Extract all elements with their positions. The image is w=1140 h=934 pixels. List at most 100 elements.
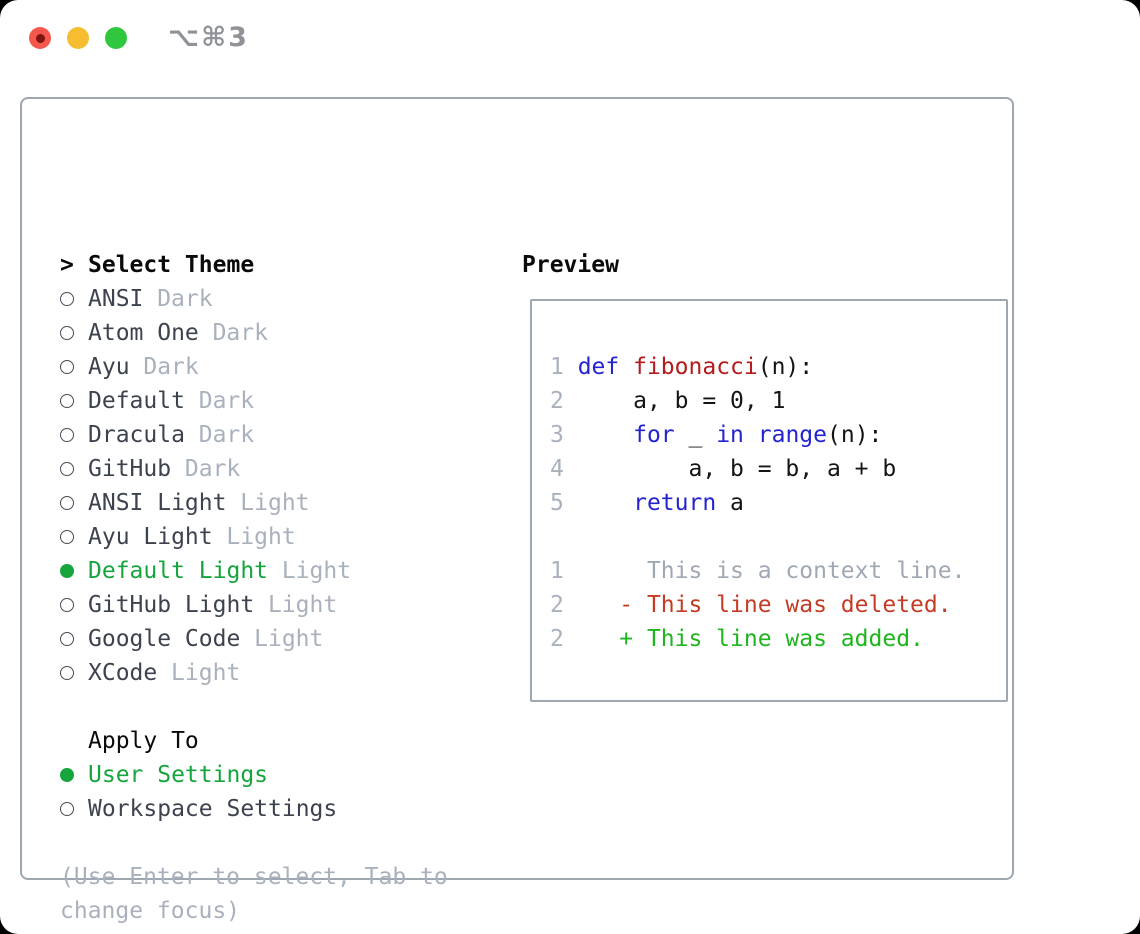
radio-unselected-icon	[60, 316, 88, 350]
code-token	[744, 422, 758, 448]
theme-variant: Dark	[198, 422, 255, 448]
code-token: + This line was added.	[619, 626, 924, 652]
theme-variant: Dark	[212, 320, 268, 346]
theme-variant: Light	[281, 558, 352, 584]
code-token: 2	[550, 592, 564, 618]
code-token: 2	[550, 626, 564, 652]
apply-to-heading: Apply To	[60, 724, 448, 758]
code-token: _	[674, 422, 717, 448]
code-token: a	[716, 490, 744, 516]
theme-name: Google Code	[88, 626, 241, 652]
theme-variant: Dark	[157, 286, 213, 312]
radio-selected-icon	[60, 758, 88, 792]
code-line: 2 a, b = 0, 1	[550, 384, 1006, 418]
code-token: a, b = 0, 1	[577, 388, 786, 414]
theme-option-dracula-dark[interactable]: Dracula Dark	[60, 418, 448, 452]
diff-context-line: 1 This is a context line.	[550, 554, 1006, 588]
select-theme-heading: >Select Theme	[60, 248, 448, 282]
theme-name: Dracula	[88, 422, 185, 448]
radio-unselected-icon	[60, 792, 88, 826]
code-token: 2	[550, 388, 578, 414]
theme-name: Default	[88, 388, 185, 414]
preview-heading: Preview	[522, 252, 619, 278]
code-preview-box: 1 def fibonacci(n): 2 a, b = 0, 1 3 for …	[530, 299, 1008, 702]
close-button-dot-icon	[35, 33, 45, 43]
theme-variant: Light	[254, 626, 324, 652]
code-token: 1	[550, 354, 578, 380]
hint-text-line-2: change focus)	[60, 898, 241, 924]
theme-name: ANSI Light	[88, 490, 227, 516]
gap	[60, 690, 448, 724]
minimize-button[interactable]	[67, 27, 89, 49]
theme-name: Atom One	[88, 320, 199, 346]
apply-option-label: Workspace Settings	[88, 796, 338, 822]
radio-unselected-icon	[60, 452, 88, 486]
theme-option-ansi-light[interactable]: ANSI Light Light	[60, 486, 448, 520]
code-token	[564, 592, 619, 618]
radio-unselected-icon	[60, 384, 88, 418]
code-token: This is a context line.	[563, 558, 966, 584]
theme-name: XCode	[88, 660, 158, 686]
radio-unselected-icon	[60, 520, 88, 554]
code-token: in	[716, 422, 744, 448]
apply-option-user-settings[interactable]: User Settings	[60, 758, 448, 792]
theme-name: Default Light	[88, 558, 269, 584]
radio-unselected-icon	[60, 282, 88, 316]
theme-option-default-dark[interactable]: Default Dark	[60, 384, 448, 418]
code-line: 4 a, b = b, a + b	[550, 452, 1006, 486]
diff-deleted-line: 2 - This line was deleted.	[550, 588, 1006, 622]
code-line: 1 def fibonacci(n):	[550, 350, 1006, 384]
theme-option-ayu-dark[interactable]: Ayu Dark	[60, 350, 448, 384]
prompt-caret-icon: >	[60, 252, 74, 278]
code-token	[619, 354, 633, 380]
code-token: fibonacci	[633, 354, 758, 380]
theme-option-ayu-light[interactable]: Ayu Light Light	[60, 520, 448, 554]
radio-unselected-icon	[60, 622, 88, 656]
apply-option-workspace-settings[interactable]: Workspace Settings	[60, 792, 448, 826]
code-line: 3 for _ in range(n):	[550, 418, 1006, 452]
close-button[interactable]	[29, 27, 51, 49]
hint-text-line-1: (Use Enter to select, Tab to	[60, 864, 448, 890]
zoom-button[interactable]	[105, 27, 127, 49]
code-token: 3	[550, 422, 578, 448]
theme-variant: Light	[226, 524, 296, 550]
code-token: def	[577, 354, 620, 380]
radio-unselected-icon	[60, 486, 88, 520]
radio-unselected-icon	[60, 418, 88, 452]
code-blank-line	[550, 520, 1006, 554]
code-line: 5 return a	[550, 486, 1006, 520]
theme-variant: Dark	[184, 456, 241, 482]
code-token: 5	[550, 490, 578, 516]
code-token: 4	[550, 456, 578, 482]
theme-variant: Dark	[198, 388, 255, 414]
theme-variant: Light	[267, 592, 338, 618]
theme-option-github-light[interactable]: GitHub Light Light	[60, 588, 448, 622]
code-token	[564, 626, 619, 652]
code-token	[578, 490, 633, 516]
radio-unselected-icon	[60, 588, 88, 622]
theme-name: ANSI	[88, 286, 144, 312]
theme-option-ansi-dark[interactable]: ANSI Dark	[60, 282, 448, 316]
theme-name: Ayu Light	[88, 524, 213, 550]
theme-option-default-light[interactable]: Default Light Light	[60, 554, 448, 588]
code-token: range	[757, 422, 827, 448]
theme-name: Ayu	[88, 354, 130, 380]
theme-variant: Light	[240, 490, 310, 516]
radio-unselected-icon	[60, 350, 88, 384]
code-token: return	[633, 490, 717, 516]
apply-option-label: User Settings	[88, 762, 269, 788]
code-token: 1	[550, 558, 564, 584]
code-token	[578, 422, 633, 448]
code-token: a, b = b, a + b	[577, 456, 897, 482]
window-shortcut-label: ⌥⌘3	[168, 22, 249, 53]
theme-option-atom-one-dark[interactable]: Atom One Dark	[60, 316, 448, 350]
theme-option-google-code-light[interactable]: Google Code Light	[60, 622, 448, 656]
apply-to-heading-label: Apply To	[88, 728, 199, 754]
theme-option-github-dark[interactable]: GitHub Dark	[60, 452, 448, 486]
theme-variant: Dark	[143, 354, 199, 380]
theme-name: GitHub Light	[88, 592, 255, 618]
radio-unselected-icon	[60, 656, 88, 690]
theme-name: GitHub	[88, 456, 172, 482]
